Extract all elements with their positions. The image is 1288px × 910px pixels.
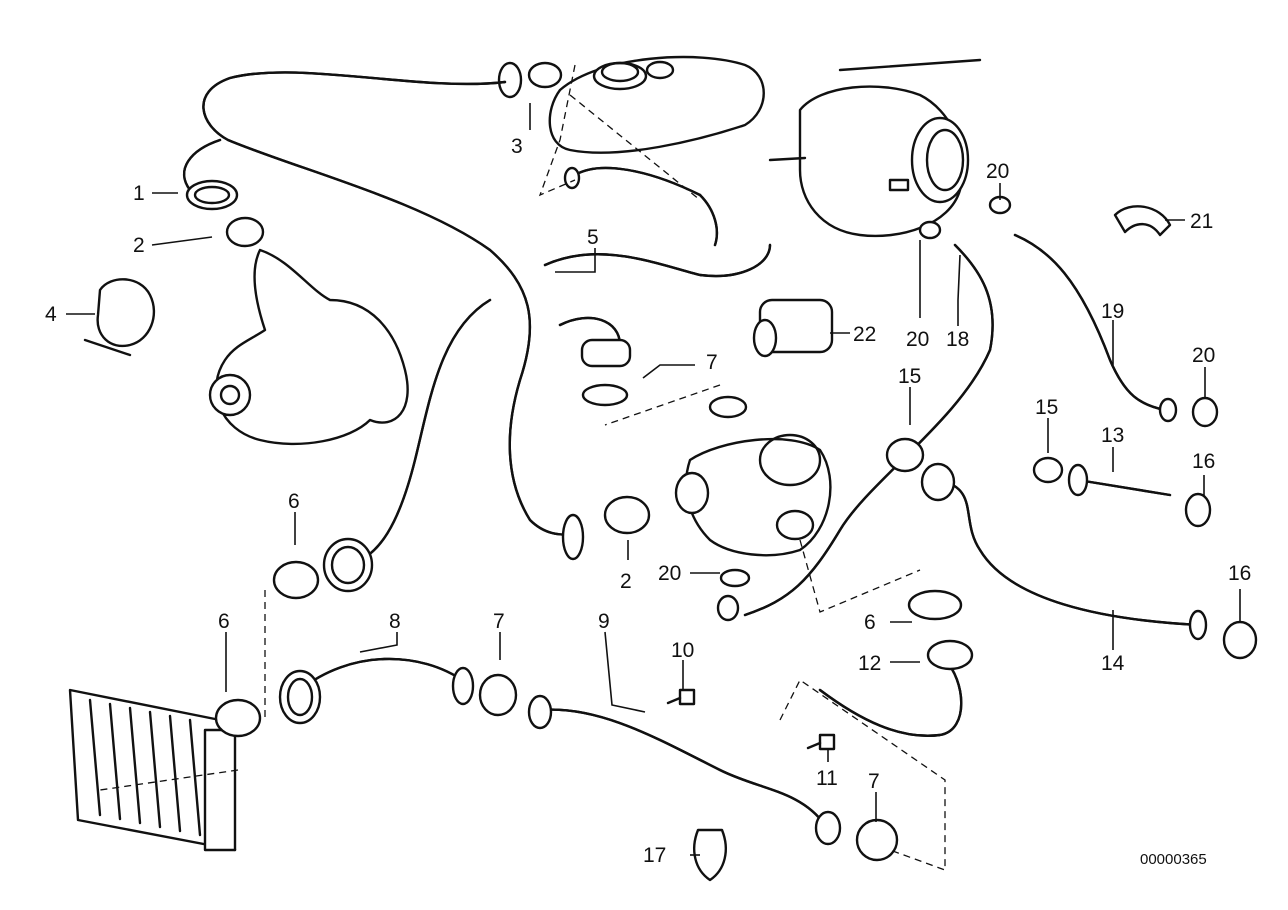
callout-label: 21 [1190,210,1213,233]
callout-label: 15 [1035,396,1058,419]
hose-8 [278,657,475,725]
hose-clamp [855,818,899,862]
hose-clamp [603,495,651,535]
callout-label: 20 [658,562,681,585]
clip-21 [1113,205,1172,237]
hose-clamp [907,589,963,621]
radiator [68,688,237,852]
bypass-hose-lower [322,298,492,593]
callout-label: 13 [1101,424,1124,447]
thermostat-housing [674,395,832,557]
bracket-4 [83,278,156,357]
leader-lines [66,103,1241,856]
bolt-10 [666,688,696,706]
water-pump [208,248,409,446]
hose-14 [920,462,1208,641]
callout-label: 22 [853,323,876,346]
callout-label: 20 [1192,344,1215,367]
hose-elbow [182,138,239,211]
assembly-guide-line [538,64,576,197]
callout-label: 18 [946,328,969,351]
callout-label: 15 [898,365,921,388]
callout-label: 14 [1101,652,1125,675]
coolant-pipe-9 [527,694,842,846]
callout-label: 3 [511,135,523,158]
upper-radiator-hose [202,61,585,561]
hose-18 [716,243,994,622]
hose-clamp [885,437,925,473]
callout-label: 11 [816,767,838,790]
callout-label: 20 [906,328,929,351]
hose-clamp [1032,456,1064,484]
callout-label: 5 [587,226,599,249]
hose-clamp [1191,396,1219,428]
hose-clamp [581,383,629,407]
callout-label: 16 [1192,450,1215,473]
assembly-guide-line [604,384,721,426]
callout-label: 12 [858,652,881,675]
callout-label: 10 [671,639,694,662]
hose-19 [1013,233,1178,423]
hose-clamp [272,560,320,600]
callout-label: 7 [706,351,718,374]
hose-5 [543,243,772,368]
callout-label: 7 [493,610,505,633]
expansion-tank [548,55,765,247]
callout-label: 7 [868,770,880,793]
hose-clamp [1222,620,1258,660]
clip-17 [693,828,727,882]
callout-label: 19 [1101,300,1124,323]
hose-clamp [478,673,518,717]
sleeve-22 [752,298,834,358]
hose-clamp [527,61,563,89]
callout-label: 20 [986,160,1009,183]
callout-label: 1 [133,182,145,205]
callout-label: 17 [643,844,666,867]
hose-clamp [1184,492,1212,528]
callout-label: 6 [864,611,876,634]
assembly-guide-line [799,539,921,613]
assembly-guide-line [779,679,946,871]
throttle-housing [768,58,982,238]
callout-label: 2 [620,570,632,593]
callout-label: 2 [133,234,145,257]
hose-clamp [225,216,265,248]
hose-clamp [719,568,751,588]
callout-label: 16 [1228,562,1251,585]
hose-12 [818,639,974,737]
callout-label: 8 [389,610,401,633]
callout-label: 6 [288,490,300,513]
document-number: 00000365 [1140,851,1207,868]
callout-label: 4 [45,303,57,326]
hose-sleeve-13 [1067,463,1172,497]
hose-clamp [214,698,262,738]
bolt-11 [806,733,836,751]
hose-clamp [918,220,942,240]
callout-label: 9 [598,610,610,633]
assembly-guide-line [569,94,701,201]
callout-label: 6 [218,610,230,633]
